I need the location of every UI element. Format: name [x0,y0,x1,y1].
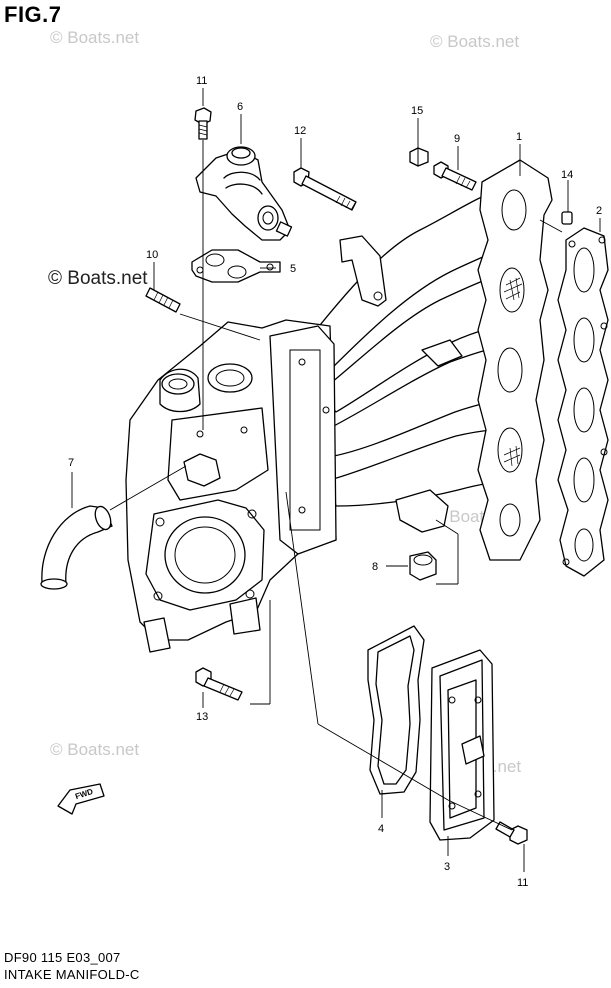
callout-12: 12 [294,125,306,137]
callout-10: 10 [146,249,158,261]
callout-14: 14 [561,169,573,181]
part-9-stud-bolt [433,161,477,191]
callout-15: 15 [411,105,423,117]
callout-numbers: 11 6 12 15 9 1 14 2 10 5 7 8 13 4 3 11 [68,75,602,889]
callout-11-bottom: 11 [517,877,528,889]
watermark: © Boats.net [430,32,520,51]
callout-2: 2 [596,205,602,217]
part-11-bolt-top [194,107,212,140]
callout-7: 7 [68,457,74,469]
part-11-bolt-bottom [495,821,528,845]
callout-9: 9 [454,133,460,145]
watermark: © Boats.net [50,28,140,47]
throttle-body [125,319,337,653]
callout-11-top: 11 [196,75,207,87]
callout-5: 5 [290,263,296,275]
callout-13: 13 [196,711,208,723]
part-10-bolt [145,287,181,313]
part-8-spacer [409,551,437,581]
part-6-valve [195,146,293,241]
part-13-bolt [195,667,243,701]
part-3-cover [429,649,495,841]
callout-8: 8 [372,561,378,573]
part-15-nut [409,147,429,167]
callout-4: 4 [378,823,384,835]
fwd-arrow: FWD [57,783,105,815]
watermark: © Boats.net [50,740,140,759]
watermark-dark: © Boats.net [48,268,148,289]
leader-lines [71,88,601,872]
figure-title: FIG.7 [4,2,62,27]
part-5-gasket [191,249,281,283]
part-2-flange-gasket [557,227,609,577]
part-12-long-bolt [293,167,357,211]
part-1-manifold [299,159,553,561]
part-7-hose [40,505,113,590]
part-14-dowel [561,211,573,225]
footer-name: INTAKE MANIFOLD-C [4,967,140,982]
footer-code: DF90 115 E03_007 [4,950,121,965]
part-4-cover-gasket [367,625,425,795]
callout-1: 1 [516,131,522,143]
callout-6: 6 [237,101,243,113]
callout-3: 3 [444,861,450,873]
